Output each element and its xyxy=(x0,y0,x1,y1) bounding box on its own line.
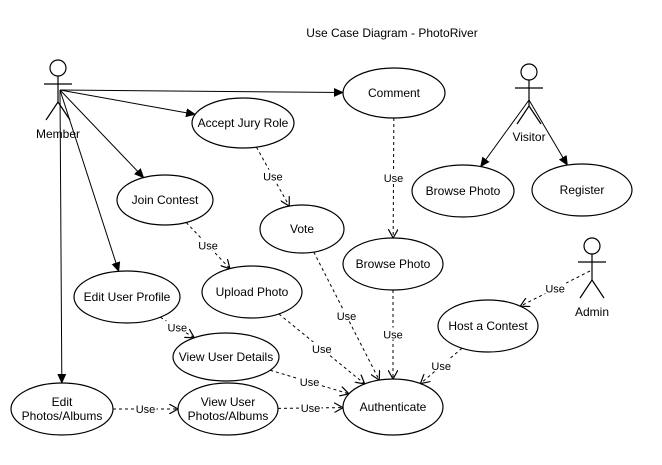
dependency-label: Use xyxy=(431,361,451,373)
actor-admin: Admin xyxy=(575,237,609,319)
use-case-label: Upload Photo xyxy=(216,285,289,299)
use-case-label: Edit User Profile xyxy=(84,290,171,304)
actor-head-icon xyxy=(583,237,601,255)
dependency-label: Use xyxy=(312,344,332,356)
use-case-ellipse xyxy=(172,332,280,382)
use-case-label: Join Contest xyxy=(132,193,199,207)
use-case-ellipse xyxy=(73,270,181,324)
association-member-join_contest xyxy=(59,89,144,178)
use-case-browse-photo-m: Browse Photo xyxy=(342,237,444,291)
use-case-label: Browse Photo xyxy=(356,257,431,271)
use-case-comment: Comment xyxy=(342,67,446,119)
use-case-vote: Vote xyxy=(259,204,345,254)
use-case-label: View User Details xyxy=(179,350,273,364)
use-case-label: Photos/Albums xyxy=(22,409,103,423)
use-case-ellipse xyxy=(116,174,214,226)
use-case-register: Register xyxy=(531,163,633,217)
dependency-label: Use xyxy=(383,330,403,342)
dependency-label-bg xyxy=(166,320,189,333)
actor-label: Visitor xyxy=(512,130,545,144)
dependency-label-bg xyxy=(197,238,220,251)
use-case-label: View User xyxy=(201,395,255,409)
use-case-label: Host a Contest xyxy=(448,319,528,333)
dependency-label: Use xyxy=(301,403,321,415)
dependency-label: Use xyxy=(545,284,565,296)
dependency-label: Use xyxy=(384,173,404,185)
use-case-ellipse xyxy=(342,237,444,291)
dependency-label-bg xyxy=(382,171,405,184)
actor-head-icon xyxy=(49,59,67,77)
dependency-label-bg xyxy=(299,401,322,413)
use-case-label: Browse Photo xyxy=(426,184,501,198)
use-case-label: Comment xyxy=(368,86,421,100)
use-case-ellipse xyxy=(411,164,515,218)
actor-body-icon xyxy=(515,80,543,125)
dependency-label-bg xyxy=(382,327,404,340)
use-case-edit-profile: Edit User Profile xyxy=(73,270,181,324)
dependency-label-bg xyxy=(261,169,284,182)
use-case-host-contest: Host a Contest xyxy=(437,299,539,353)
use-case-label: Photos/Albums xyxy=(188,409,269,423)
use-case-ellipse xyxy=(437,299,539,353)
dependency-label: Use xyxy=(263,172,283,184)
association-member-accept_jury xyxy=(59,89,195,114)
use-case-view-details: View User Details xyxy=(172,332,280,382)
use-case-label: Authenticate xyxy=(360,400,427,414)
association-member-edit_profile xyxy=(59,89,119,271)
dependency-view_details-authenticate xyxy=(270,369,349,394)
use-case-label: Edit xyxy=(52,395,73,409)
dependency-label: Use xyxy=(168,322,188,334)
dependency-label-bg xyxy=(310,341,333,354)
dependency-label: Use xyxy=(198,241,218,253)
use-case-label: Accept Jury Role xyxy=(198,116,289,130)
dependency-label: Use xyxy=(337,311,357,323)
actor-body-icon xyxy=(578,254,606,299)
use-case-ellipse xyxy=(342,67,446,119)
dependency-accept_jury-vote xyxy=(255,146,289,206)
association-visitor-browse_photo_v xyxy=(481,99,530,167)
dependency-label-bg xyxy=(298,375,321,388)
use-case-accept-jury: Accept Jury Role xyxy=(191,97,295,149)
use-case-ellipse xyxy=(10,382,114,436)
actor-label: Admin xyxy=(575,305,609,319)
actor-body-icon xyxy=(44,76,72,121)
dependency-label: Use xyxy=(136,404,156,416)
dependency-label-bg xyxy=(335,309,358,322)
diagram-title: Use Case Diagram - PhotoRiver xyxy=(306,26,477,40)
use-case-label: Register xyxy=(560,183,605,197)
dependency-label: Use xyxy=(300,377,320,389)
actor-visitor: Visitor xyxy=(512,63,546,144)
use-case-join-contest: Join Contest xyxy=(116,174,214,226)
dependency-admin-host_contest xyxy=(520,270,591,306)
use-case-ellipse xyxy=(531,163,633,217)
actor-label: Member xyxy=(36,127,80,141)
dependency-label-bg xyxy=(134,402,157,414)
actor-head-icon xyxy=(520,63,538,81)
dependency-label-bg xyxy=(544,281,567,294)
dependency-label-bg xyxy=(430,358,453,371)
use-case-ellipse xyxy=(191,97,295,149)
use-case-label: Vote xyxy=(290,222,314,236)
actor-member: Member xyxy=(36,59,80,141)
association-member-edit_photos xyxy=(60,89,62,383)
use-case-upload-photo: Upload Photo xyxy=(201,265,303,319)
use-case-ellipse xyxy=(342,378,444,436)
association-visitor-register xyxy=(528,99,567,165)
use-case-ellipse xyxy=(201,265,303,319)
association-member-comment xyxy=(59,90,343,93)
use-case-ellipse xyxy=(177,382,279,436)
use-case-authenticate: Authenticate xyxy=(342,378,444,436)
use-case-ellipse xyxy=(259,204,345,254)
use-case-browse-photo-v: Browse Photo xyxy=(411,164,515,218)
